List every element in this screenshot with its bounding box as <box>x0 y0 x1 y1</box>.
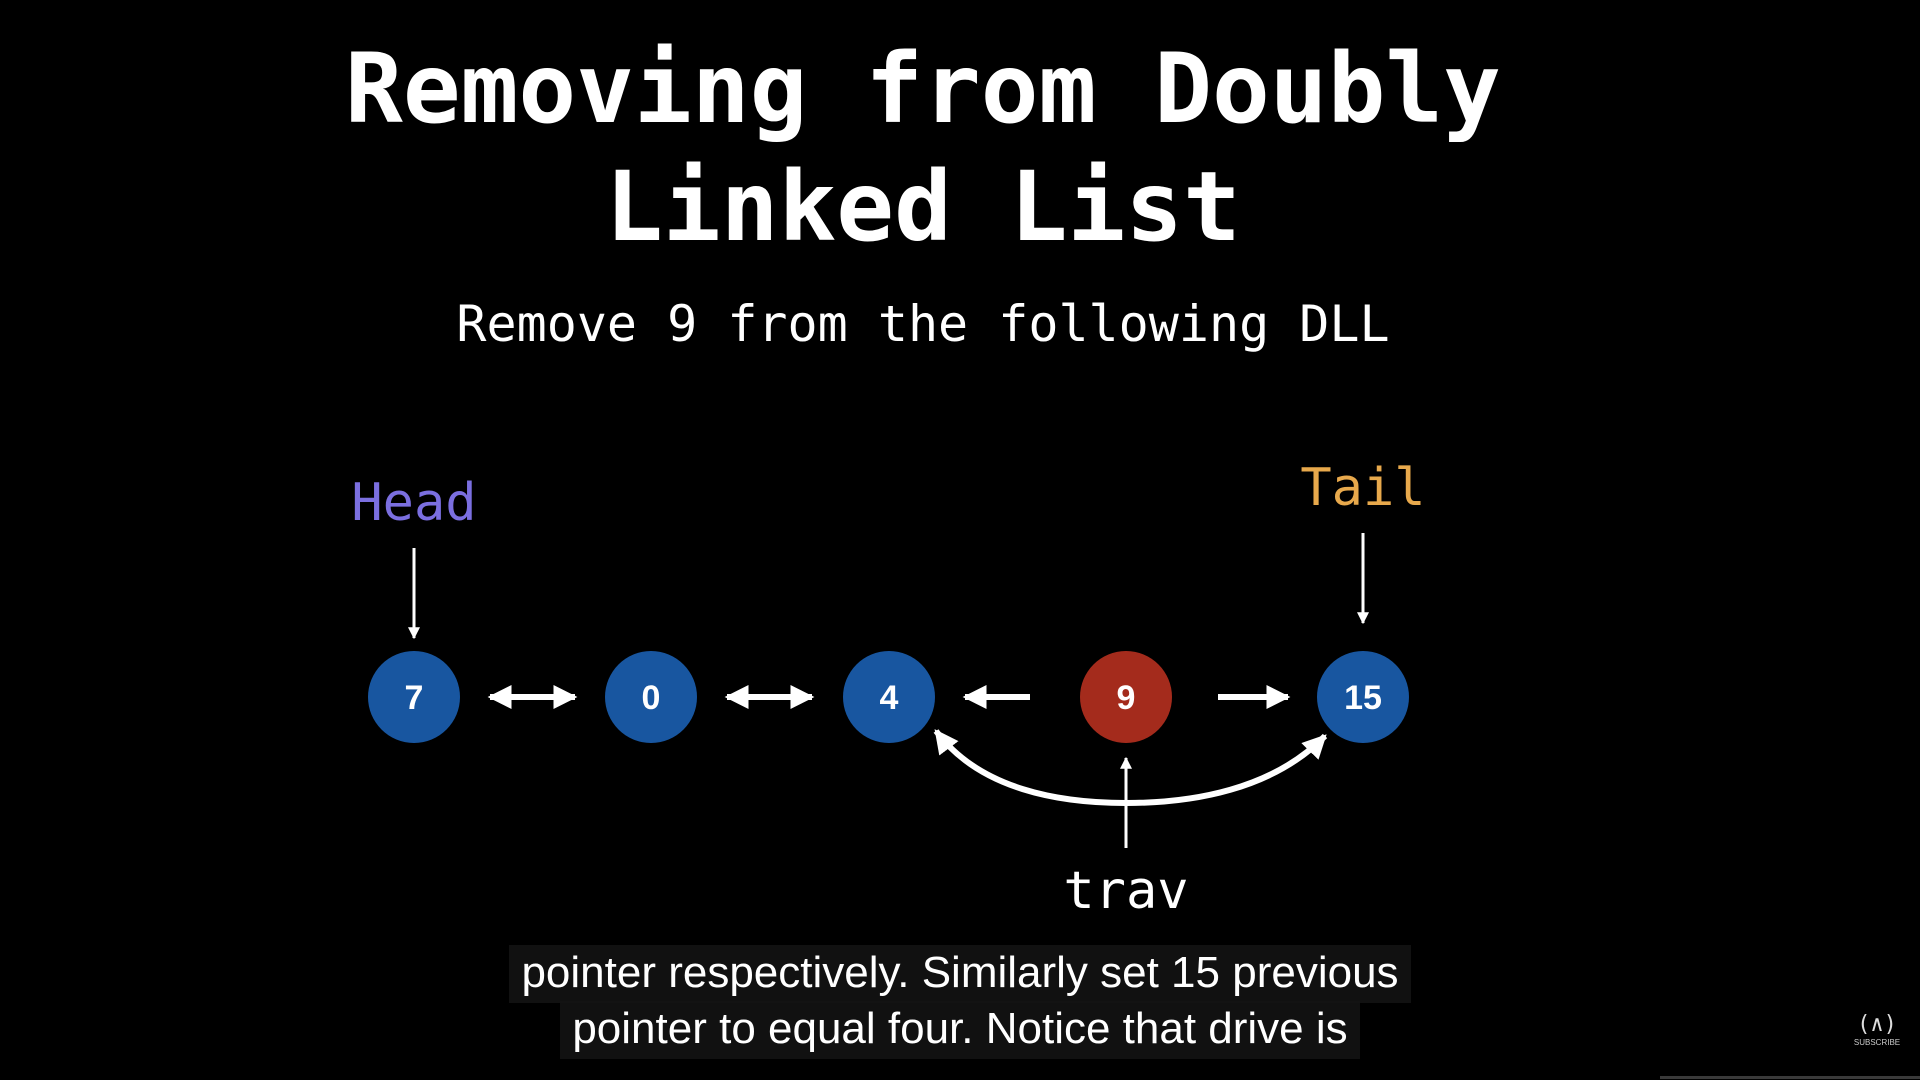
subscribe-label: SUBSCRIBE <box>1853 1038 1901 1047</box>
node-15-circle <box>1317 651 1409 743</box>
node-9: 9 <box>1080 651 1172 743</box>
bypass-arrow-to-15 <box>1125 733 1328 806</box>
slide-title: Removing from Doubly Linked List <box>0 30 1846 266</box>
node-7-value: 7 <box>405 679 424 717</box>
head-label: Head <box>351 473 476 533</box>
node-7-circle <box>368 651 460 743</box>
node-0-value: 0 <box>642 679 661 717</box>
tail-label: Tail <box>1300 458 1425 518</box>
node-0-circle <box>605 651 697 743</box>
channel-subscribe-watermark[interactable]: (∧) SUBSCRIBE <box>1852 1012 1902 1054</box>
caption-line-2: pointer to equal four. Notice that drive… <box>560 1001 1360 1059</box>
slide-subtitle: Remove 9 from the following DLL <box>456 295 1390 353</box>
bypass-arrow-to-4 <box>933 729 1127 806</box>
node-4-circle <box>843 651 935 743</box>
node-15: 15 <box>1317 651 1409 743</box>
slide-title-line-2: Linked List <box>605 151 1241 263</box>
node-9-value: 9 <box>1117 679 1136 717</box>
video-progress-line <box>1660 1076 1920 1079</box>
channel-logo-icon: (∧) <box>1857 1012 1897 1037</box>
node-7: 7 <box>368 651 460 743</box>
node-0: 0 <box>605 651 697 743</box>
slide-title-line-1: Removing from Doubly <box>345 33 1501 145</box>
node-4: 4 <box>843 651 935 743</box>
trav-label: trav <box>1063 861 1188 921</box>
node-15-value: 15 <box>1344 679 1382 717</box>
node-9-circle <box>1080 651 1172 743</box>
caption-line-1-row: pointer respectively. Similarly set 15 p… <box>0 945 1920 1003</box>
caption-line-2-row: pointer to equal four. Notice that drive… <box>0 1001 1920 1059</box>
node-4-value: 4 <box>880 679 899 717</box>
caption-line-1: pointer respectively. Similarly set 15 p… <box>509 945 1411 1003</box>
